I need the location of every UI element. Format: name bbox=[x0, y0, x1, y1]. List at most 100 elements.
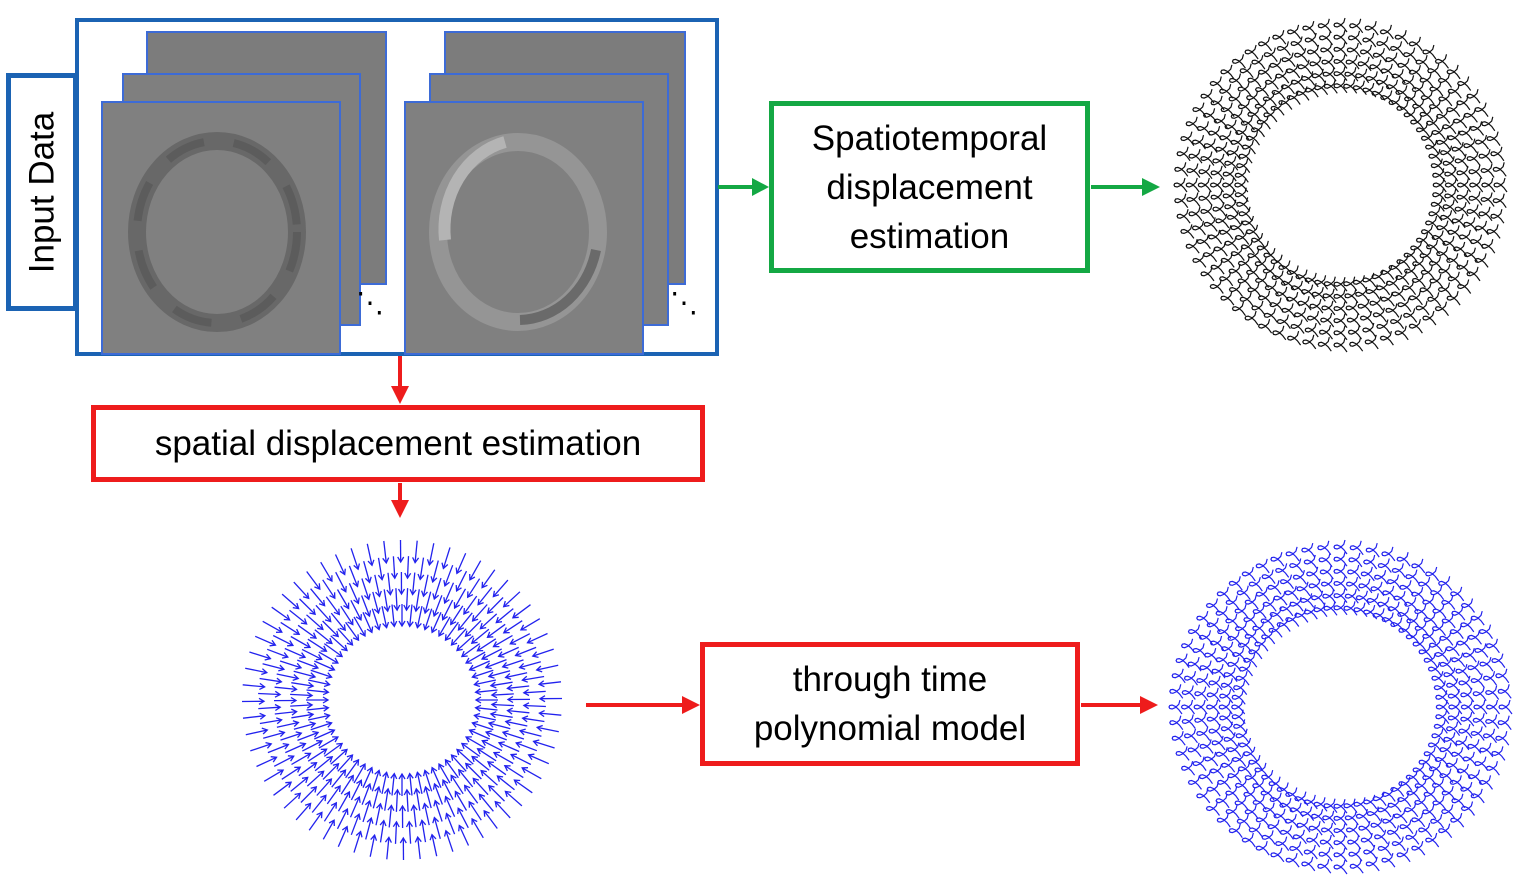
trajectory-loop bbox=[1453, 241, 1468, 257]
vector-arrowhead bbox=[364, 610, 372, 618]
trajectory-loop bbox=[1215, 606, 1230, 621]
trajectory-loop bbox=[1463, 108, 1478, 123]
displacement-vector bbox=[536, 664, 559, 671]
vector-arrowhead bbox=[325, 778, 333, 785]
trajectory-loop bbox=[1273, 808, 1288, 824]
trajectory-loop bbox=[1377, 802, 1392, 818]
trajectory-loop bbox=[1390, 782, 1405, 797]
vector-arrowhead bbox=[481, 739, 489, 746]
displacement-vector bbox=[350, 548, 359, 570]
trajectory-loop bbox=[1379, 24, 1394, 40]
trajectory-loop bbox=[1479, 656, 1494, 672]
displacement-vector bbox=[434, 800, 443, 822]
trajectory-loop bbox=[1381, 787, 1396, 802]
displacement-vector bbox=[263, 731, 285, 739]
displacement-vector bbox=[388, 805, 393, 828]
vector-arrowhead bbox=[430, 766, 438, 774]
displacement-vector bbox=[314, 660, 335, 671]
trajectory-loop bbox=[1278, 260, 1293, 275]
trajectory-loop bbox=[1220, 678, 1235, 693]
trajectory-loop bbox=[1240, 115, 1255, 131]
vector-arrowhead bbox=[438, 630, 445, 637]
displacement-vector bbox=[334, 554, 346, 575]
trajectory-loop bbox=[1199, 660, 1214, 675]
vector-arrowhead bbox=[432, 593, 440, 601]
vector-arrowhead bbox=[317, 623, 324, 631]
displacement-vector bbox=[285, 743, 306, 754]
trajectory-loop bbox=[1206, 617, 1221, 633]
trajectory-loop bbox=[1254, 82, 1270, 97]
vector-arrowhead bbox=[441, 562, 449, 570]
trajectory-loop bbox=[1428, 149, 1443, 164]
trajectory-loop bbox=[1333, 847, 1348, 863]
trajectory-loop bbox=[1254, 636, 1269, 652]
displacement-vector bbox=[415, 788, 421, 811]
vector-arrowhead bbox=[464, 762, 472, 770]
trajectory-loop bbox=[1474, 253, 1489, 268]
vector-arrowhead bbox=[310, 632, 318, 639]
trajectory-loop bbox=[1403, 91, 1419, 107]
displacement-vector bbox=[298, 762, 317, 777]
displacement-vector bbox=[494, 801, 511, 819]
displacement-vector bbox=[431, 834, 438, 857]
ellipsis-right: ⋱ bbox=[670, 287, 698, 318]
vector-arrowhead bbox=[320, 794, 327, 802]
vector-arrowhead bbox=[328, 819, 335, 827]
displacement-vector bbox=[503, 591, 521, 608]
displacement-vector bbox=[322, 579, 336, 599]
trajectory-loop bbox=[1438, 263, 1453, 279]
trajectory-loop bbox=[1232, 647, 1247, 662]
trajectory-loop bbox=[1357, 56, 1372, 72]
vector-arrowhead bbox=[414, 621, 422, 629]
displacement-vector bbox=[293, 722, 316, 730]
displacement-vector bbox=[345, 621, 360, 641]
trajectory-loop bbox=[1437, 282, 1452, 297]
trajectory-loop bbox=[1236, 814, 1251, 829]
trajectory-loop bbox=[1485, 761, 1500, 776]
trajectory-loop bbox=[1433, 680, 1448, 695]
trajectory-loop bbox=[1303, 844, 1318, 860]
displacement-vector bbox=[409, 604, 413, 627]
displacement-vector bbox=[472, 722, 494, 731]
trajectory-loop bbox=[1285, 787, 1300, 802]
vector-arrowhead bbox=[460, 742, 468, 750]
displacement-vector bbox=[456, 570, 468, 592]
vector-arrowhead bbox=[494, 800, 502, 808]
trajectory-loop bbox=[1353, 602, 1368, 618]
trajectory-loop bbox=[1408, 36, 1423, 52]
vector-arrowhead bbox=[352, 634, 360, 642]
trajectory-loop bbox=[1250, 232, 1265, 248]
trajectory-loop bbox=[1349, 859, 1364, 874]
trajectory-loop bbox=[1411, 812, 1426, 828]
trajectory-loop bbox=[1295, 269, 1310, 284]
trajectory-loop bbox=[1428, 99, 1443, 114]
trajectory-loop bbox=[1432, 177, 1447, 193]
trajectory-loop bbox=[1457, 279, 1472, 294]
displacement-vector bbox=[412, 805, 417, 828]
vector-arrowhead bbox=[316, 811, 323, 819]
vector-arrowhead bbox=[346, 639, 354, 646]
trajectory-loop bbox=[1304, 322, 1319, 338]
trajectory-loop bbox=[1181, 714, 1196, 729]
trajectory-loop bbox=[1495, 731, 1510, 746]
vector-arrowhead bbox=[353, 563, 361, 571]
trajectory-loop bbox=[1333, 859, 1348, 875]
trajectory-loop bbox=[1186, 163, 1201, 178]
trajectory-loop bbox=[1439, 657, 1454, 672]
displacement-vector bbox=[314, 756, 333, 772]
trajectory-loop bbox=[1248, 822, 1263, 838]
displacement-vector bbox=[366, 543, 373, 566]
trajectory-loop bbox=[1255, 812, 1270, 828]
displacement-vector bbox=[350, 600, 362, 621]
displacement-vector bbox=[337, 754, 353, 772]
displacement-vector bbox=[498, 742, 520, 753]
trajectory-loop bbox=[1239, 292, 1254, 307]
trajectory-loop bbox=[1272, 325, 1287, 341]
trajectory-loop bbox=[1333, 42, 1348, 57]
trajectory-loop bbox=[1254, 99, 1269, 114]
vector-arrowhead bbox=[354, 813, 361, 821]
trajectory-loop bbox=[1322, 810, 1337, 826]
displacement-vector bbox=[391, 773, 395, 796]
trajectory-loop bbox=[1200, 151, 1215, 166]
displacement-vector bbox=[259, 677, 282, 683]
